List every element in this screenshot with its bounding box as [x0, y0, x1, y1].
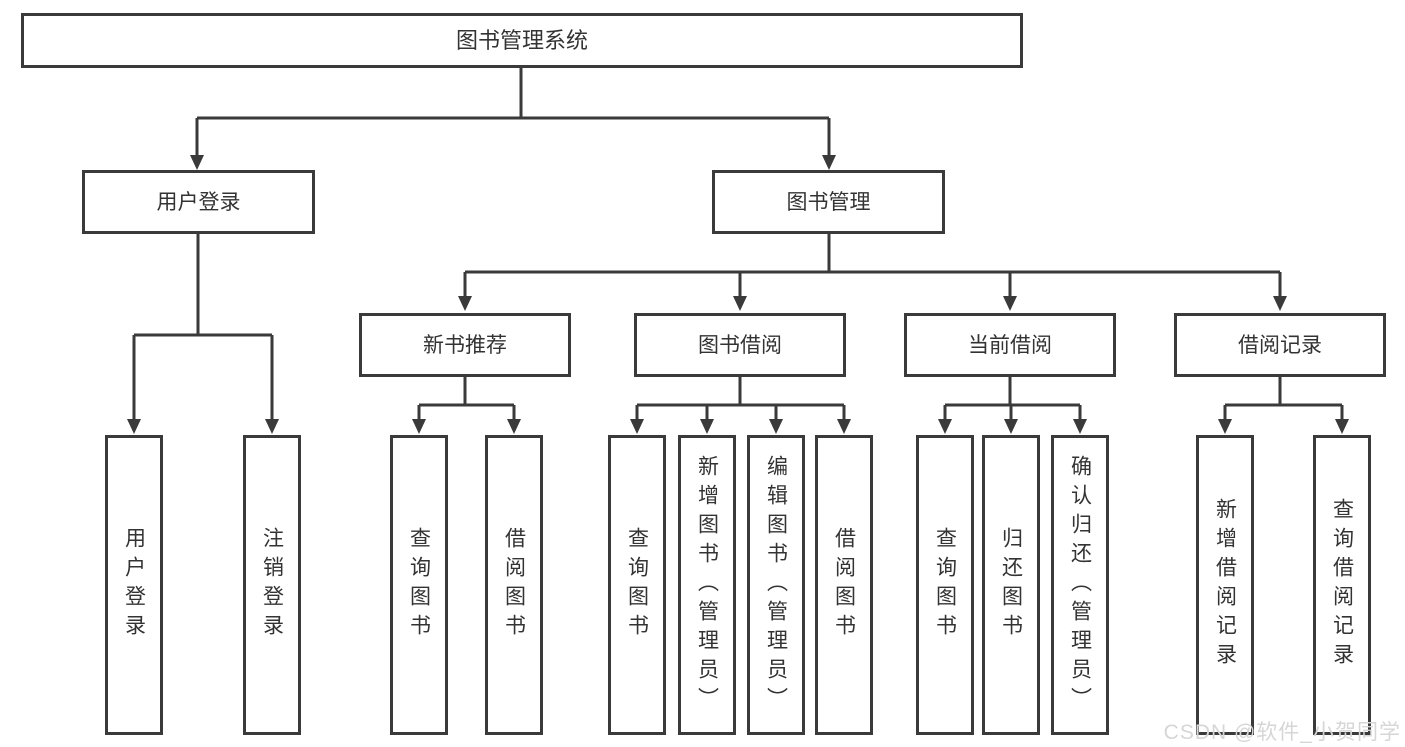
- bookborrow-branch-connector: [635, 377, 846, 422]
- node-root-system: 图书管理系统: [21, 13, 1023, 68]
- leaf-edit-books-admin: 编辑图书（管理员）: [747, 435, 805, 735]
- leaf-label: 查询图书: [625, 527, 649, 643]
- leaf-borrow-books-newbook: 借阅图书: [485, 435, 543, 735]
- node-user-login-branch: 用户登录: [82, 170, 315, 234]
- leaf-logout: 注销登录: [243, 435, 301, 735]
- leaf-label: 查询借阅记录: [1330, 498, 1354, 672]
- leaf-label: 注销登录: [260, 527, 284, 643]
- leaf-label: 查询图书: [407, 527, 431, 643]
- leaf-query-books-current: 查询图书: [916, 435, 974, 735]
- borrowrecord-branch-connector: [1223, 377, 1344, 422]
- leaf-label: 新增借阅记录: [1213, 498, 1237, 672]
- node-book-borrow: 图书借阅: [634, 313, 846, 377]
- mgmt-to-level3-connector: [463, 234, 1282, 299]
- currentborrow-branch-connector: [943, 377, 1082, 422]
- leaf-query-books-newbook: 查询图书: [390, 435, 448, 735]
- leaf-return-books: 归还图书: [982, 435, 1040, 735]
- login-to-children-connector: [132, 234, 274, 422]
- leaf-label: 新增图书（管理员）: [695, 454, 719, 716]
- node-borrow-record: 借阅记录: [1174, 313, 1386, 377]
- leaf-label: 借阅图书: [502, 527, 526, 643]
- newbook-branch-connector: [417, 377, 516, 422]
- leaf-query-books-borrow: 查询图书: [608, 435, 666, 735]
- root-to-level2-connector: [195, 68, 831, 157]
- leaf-label: 借阅图书: [832, 527, 856, 643]
- leaf-add-books-admin: 新增图书（管理员）: [678, 435, 736, 735]
- node-current-borrow: 当前借阅: [904, 313, 1116, 377]
- leaf-label: 查询图书: [933, 527, 957, 643]
- leaf-confirm-return-admin: 确认归还（管理员）: [1051, 435, 1109, 735]
- leaf-label: 编辑图书（管理员）: [764, 454, 788, 716]
- leaf-borrow-books: 借阅图书: [815, 435, 873, 735]
- leaf-user-login: 用户登录: [105, 435, 163, 735]
- leaf-label: 归还图书: [999, 527, 1023, 643]
- leaf-query-borrow-record: 查询借阅记录: [1313, 435, 1371, 735]
- node-book-management-branch: 图书管理: [712, 170, 945, 234]
- node-new-book-recommend: 新书推荐: [359, 313, 571, 377]
- leaf-label: 确认归还（管理员）: [1068, 454, 1092, 716]
- leaf-label: 用户登录: [122, 527, 146, 643]
- leaf-add-borrow-record: 新增借阅记录: [1196, 435, 1254, 735]
